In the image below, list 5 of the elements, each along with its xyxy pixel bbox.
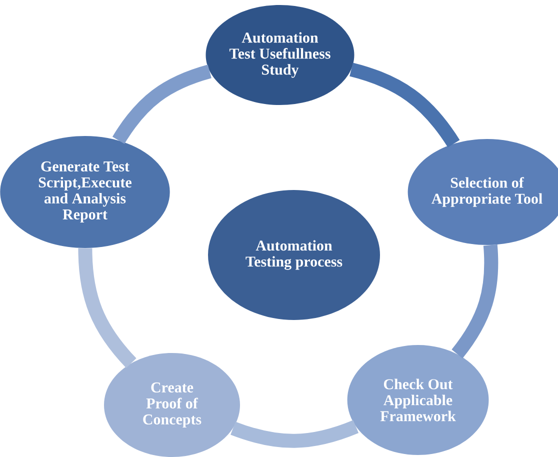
ring-segment: [230, 420, 358, 448]
ring-segment: [78, 248, 136, 368]
ring-segment: [112, 64, 212, 144]
ring-segment: [349, 62, 460, 148]
ring-segment: [452, 244, 498, 358]
